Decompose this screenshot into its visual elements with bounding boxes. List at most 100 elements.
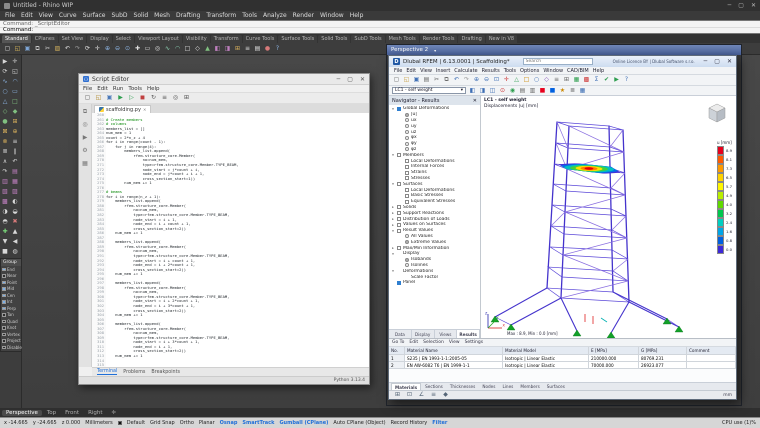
rfem-toolbar-icon[interactable]: ○ [533,76,540,83]
menu-item[interactable]: Tools [242,12,257,19]
navigator-header[interactable]: Navigator - Results ✕ [389,96,480,105]
editor-toolbar-icon[interactable]: ◱ [95,94,102,101]
tree-item[interactable]: ▸ Support Reactions [392,210,445,216]
sheet-tab[interactable]: Surfaces [546,384,565,389]
tree-item-control[interactable] [397,205,401,210]
tree-expander-icon[interactable]: ▾ [392,182,394,187]
tree-item-control[interactable] [405,240,409,245]
rfem-toolbar-icon[interactable]: ⧉ [444,76,449,83]
rfem-toolbar-icon[interactable]: ▶ [614,76,619,83]
toolbar-tab[interactable]: Mesh Tools [385,35,419,43]
menu-item[interactable]: SubD [111,12,128,19]
menu-item[interactable]: Calculate [454,67,478,74]
tree-item[interactable]: φz [389,147,480,153]
status-toggle[interactable]: Gumball (CPlane) [279,420,329,426]
rfem-toolbar-icon[interactable]: ▣ [413,76,420,83]
menu-item[interactable]: Edit [21,12,33,19]
tree-item[interactable]: ▸ Distribution of Loads [392,216,450,222]
toolbar-tab[interactable]: Set View [58,35,87,43]
sidebar-tool-icon[interactable]: ▭ [12,88,18,95]
toolbar-icon[interactable]: ↶ [64,44,71,52]
toolbar-icon[interactable]: ▭ [144,44,151,52]
osnap-option[interactable]: Int [1,299,21,306]
table-toolbar-item[interactable]: Go To [392,340,405,345]
tree-item-control[interactable] [397,246,401,251]
viewport-tab[interactable]: ✛ [111,409,117,416]
viewport-tab[interactable]: Right [88,409,103,416]
table-toolbar-item[interactable]: Edit [409,340,419,345]
viewport-menu-chevron-icon[interactable]: ▾ [434,47,437,53]
tree-item[interactable]: uz [389,129,480,135]
sidebar-tool-icon[interactable]: ▥ [2,178,8,185]
editor-toolbar-icon[interactable]: ▣ [106,94,113,101]
tree-item[interactable]: Isobands [389,257,480,263]
rfem-toolbar-icon[interactable]: □ [523,76,530,83]
status-toggle[interactable]: Ortho [179,420,194,426]
menu-item[interactable]: Tools [128,85,142,92]
tree-item[interactable]: Equivalent Stresses [389,199,480,205]
sidebar-tool-icon[interactable]: ↶ [12,158,18,165]
sidebar-tool-icon[interactable]: ◆ [12,108,18,115]
osnap-option[interactable]: Vertex [1,331,21,338]
menu-item[interactable]: Results [481,67,500,74]
sidebar-tool-icon[interactable]: ◱ [12,68,18,75]
tree-item-control[interactable] [405,141,409,146]
tree-item[interactable]: Extreme Values [389,239,480,245]
units-indicator[interactable]: mm [723,392,732,398]
osnap-option[interactable]: Mid [1,286,21,293]
results-toolbar-icon[interactable]: ▥ [529,86,536,94]
toolbar-tab[interactable]: Transform [210,35,242,43]
activity-bar-icon[interactable]: ▶ [82,133,88,141]
status-toggle[interactable]: SmartTrack [242,420,275,426]
sidebar-tool-icon[interactable]: ▲ [12,228,18,235]
osnap-option[interactable]: Disable [1,344,22,351]
close-icon[interactable]: ✕ [726,58,732,65]
rfem-toolbar-icon[interactable]: ≡ [553,76,560,83]
tree-expander-icon[interactable]: ▾ [392,153,394,158]
menu-item[interactable]: File [5,12,16,19]
tree-item[interactable]: ▾ Global Deformations [392,106,450,112]
tree-item-control[interactable] [405,193,409,198]
menu-item[interactable]: Mesh [154,12,170,19]
osnap-checkbox[interactable] [2,319,6,323]
results-toolbar-icon[interactable]: ■ [549,86,556,94]
toolbar-icon[interactable]: ⊞ [234,44,241,52]
toolbar-icon[interactable]: ◧ [214,44,221,52]
tree-item-control[interactable] [397,217,401,222]
osnap-checkbox[interactable] [2,300,6,304]
sidebar-tool-icon[interactable]: ⊕ [12,128,18,135]
osnap-checkbox[interactable] [2,280,6,284]
results-toolbar-icon[interactable]: ◧ [469,86,476,94]
close-icon[interactable]: ✕ [750,2,756,9]
toolbar-icon[interactable]: ● [264,44,271,52]
menu-item[interactable]: CAD/BIM [567,67,589,74]
tree-item-control[interactable] [397,182,401,187]
rfem-toolbar-icon[interactable]: ⊖ [483,76,490,83]
minimize-icon[interactable]: ─ [727,2,732,9]
sheet-tab[interactable]: Nodes [482,384,496,389]
sidebar-tool-icon[interactable]: □ [12,98,18,105]
toolbar-icon[interactable]: ∿ [164,44,171,52]
rfem-toolbar-icon[interactable]: ◱ [403,76,410,83]
sidebar-tool-icon[interactable]: ⊗ [2,138,8,145]
results-toolbar-icon[interactable]: ⊙ [499,86,506,94]
viewport-tab[interactable]: Perspective [2,409,42,416]
toolbar-icon[interactable]: □ [184,44,191,52]
rfem-toolbar-icon[interactable]: ✔ [603,76,610,83]
results-toolbar-icon[interactable]: ◉ [509,86,516,94]
script-editor-titlebar[interactable]: {} Script Editor ─ ▢ ✕ [79,74,369,85]
toolbar-tab[interactable]: Render Tools [419,35,458,43]
table-toolbar-item[interactable]: Selection [423,340,444,345]
tree-item[interactable]: ▸ Values on Surfaces [392,222,446,228]
minimize-icon[interactable]: ─ [336,75,341,83]
tree-item[interactable]: Local Deformations [389,187,480,193]
current-layer[interactable]: Default [126,420,146,426]
menu-item[interactable]: Analyze [263,12,287,19]
rfem-toolbar-icon[interactable]: ▩ [583,76,590,83]
toolbar-icon[interactable]: ≡ [244,44,251,52]
menu-item[interactable]: Curve [58,12,77,19]
menu-item[interactable]: Drafting [175,12,201,19]
tree-item[interactable]: uy [389,123,480,129]
tree-item[interactable]: Basic Stresses [389,193,480,199]
